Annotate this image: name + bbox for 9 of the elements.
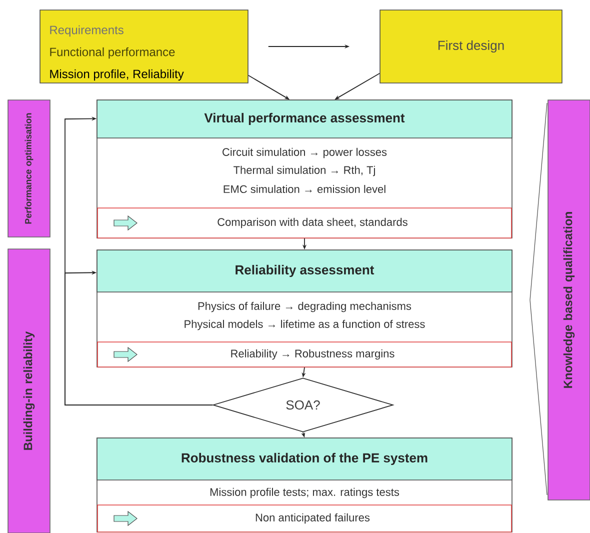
side-band: Building-in reliability	[8, 248, 50, 533]
result-box: Reliability → Robustness margins	[97, 342, 512, 368]
input-box: First design	[380, 10, 562, 84]
result-box: Non anticipated failures	[97, 504, 512, 532]
side-band: Performance optimisation	[8, 100, 50, 238]
side-band: Knowledge based qualification	[548, 100, 590, 500]
input-box: Requirements Functional performance Mission profile, Reliability	[40, 10, 248, 84]
result-box: Comparison with data sheet, standards	[97, 208, 512, 238]
arrow	[64, 270, 213, 406]
